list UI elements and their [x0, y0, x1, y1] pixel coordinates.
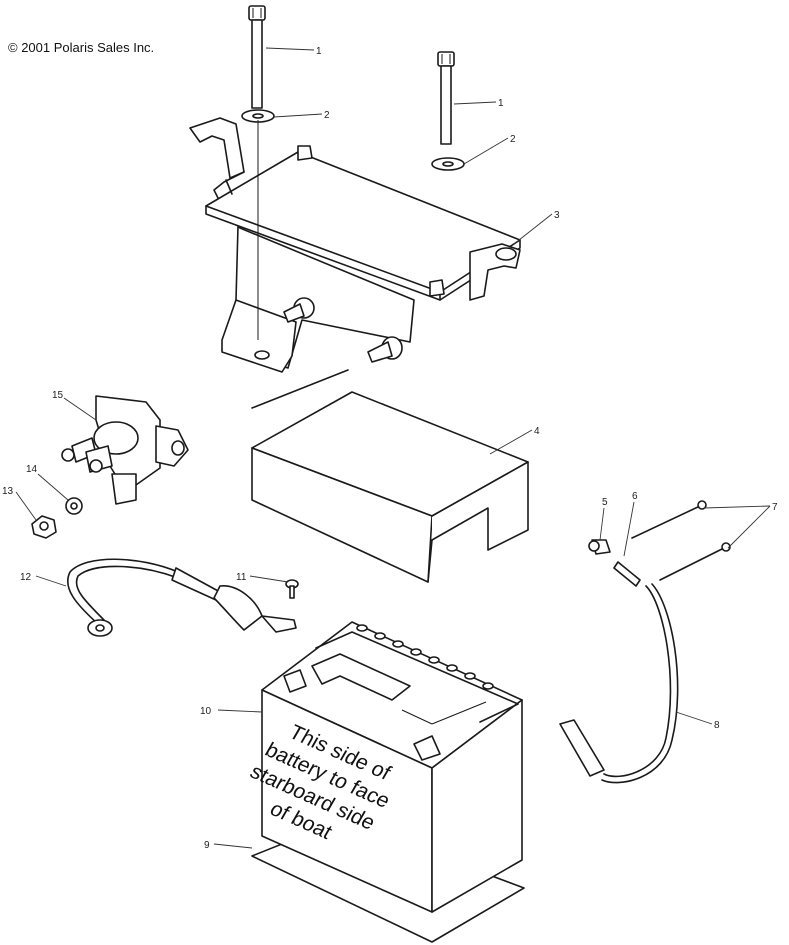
callout-4: 4 — [534, 426, 540, 437]
callout-12: 12 — [20, 572, 32, 583]
callout-1a: 1 — [316, 46, 322, 57]
nut-13 — [31, 515, 57, 539]
callout-15: 15 — [52, 390, 64, 401]
battery-cover — [251, 369, 529, 583]
battery-bracket — [189, 117, 521, 373]
bracket-stud-upper — [283, 297, 315, 323]
washer-left — [241, 109, 275, 123]
callout-8: 8 — [714, 720, 720, 731]
screws-7 — [631, 500, 731, 581]
terminal-5 — [588, 539, 611, 555]
callout-leaders — [15, 47, 771, 849]
solenoid — [61, 395, 189, 505]
callout-labels: 1 1 2 2 3 4 5 6 7 8 9 10 11 12 13 14 15 — [2, 46, 778, 851]
screw-11 — [285, 579, 299, 599]
callout-2a: 2 — [324, 110, 330, 121]
callout-1b: 1 — [498, 98, 504, 109]
negative-terminal — [283, 669, 307, 693]
callout-5: 5 — [602, 497, 608, 508]
callout-14: 14 — [26, 464, 38, 475]
positive-terminal — [413, 735, 441, 761]
bolt-left — [248, 5, 266, 109]
washer-right — [431, 157, 465, 171]
negative-cable — [66, 558, 297, 637]
fuse-holder-6 — [613, 561, 641, 587]
battery-handle — [311, 653, 411, 701]
copyright-text: © 2001 Polaris Sales Inc. — [8, 40, 154, 55]
cell-caps — [356, 624, 494, 690]
callout-9: 9 — [204, 840, 210, 851]
callout-6: 6 — [632, 491, 638, 502]
callout-3: 3 — [554, 210, 560, 221]
battery: This side of battery to face starboard s… — [246, 621, 523, 913]
callout-13: 13 — [2, 486, 14, 497]
callout-11: 11 — [236, 572, 247, 583]
callout-2b: 2 — [510, 134, 516, 145]
washer-14 — [65, 497, 83, 515]
callout-10: 10 — [200, 706, 212, 717]
bracket-stud-lower — [367, 336, 403, 363]
bolt-right — [437, 51, 455, 145]
callout-7: 7 — [772, 502, 778, 513]
positive-cable — [559, 583, 679, 784]
